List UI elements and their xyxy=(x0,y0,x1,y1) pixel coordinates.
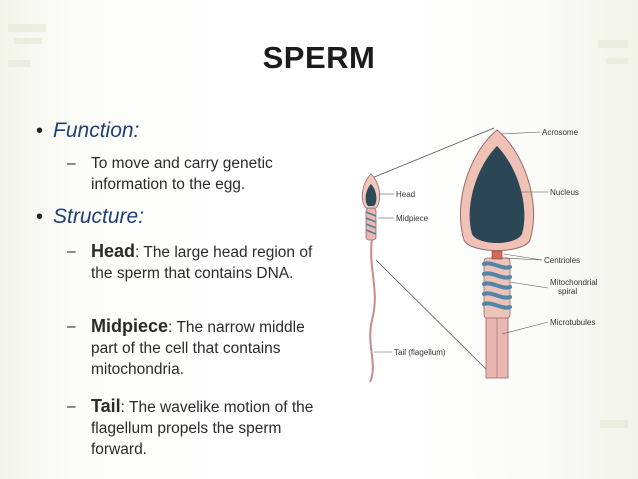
small-nucleus xyxy=(365,184,377,206)
tail-description: : The wavelike motion of the flagellum p… xyxy=(91,399,314,458)
bullet-dot: • xyxy=(36,206,44,228)
connector-line-top xyxy=(371,127,495,179)
slide-title: SPERM xyxy=(262,40,376,75)
centrioles xyxy=(491,250,503,260)
bullet-structure: • Structure: xyxy=(36,205,144,229)
structure-item-head: –Head: The large head region of the sper… xyxy=(67,241,313,282)
function-text-body: To move and carry genetic information to… xyxy=(91,155,273,193)
bullet-function: • Function: xyxy=(36,119,139,143)
label-mitochondrial: Mitochondrial xyxy=(550,278,598,287)
small-tail xyxy=(369,237,376,383)
sperm-diagram: Acrosome Nucleus Centrioles Mitochondria… xyxy=(361,127,598,383)
structure-item-tail: –Tail: The wavelike motion of the flagel… xyxy=(67,396,314,458)
midpiece-description: : The narrow middle part of the cell tha… xyxy=(91,319,305,378)
term-head: Head xyxy=(91,241,136,261)
label-nucleus: Nucleus xyxy=(550,188,579,197)
function-text: –To move and carry genetic information t… xyxy=(67,153,327,195)
bullet-dot: • xyxy=(36,120,44,142)
label-head: Head xyxy=(396,190,415,199)
term-midpiece: Midpiece xyxy=(91,316,169,336)
bullet-function-heading: Function: xyxy=(53,119,140,142)
connector-line-bottom xyxy=(375,259,493,376)
small-mito-spiral xyxy=(365,211,377,235)
mitochondrial-spiral xyxy=(482,261,512,310)
label-midpiece: Midpiece xyxy=(396,214,429,223)
label-acrosome: Acrosome xyxy=(542,128,579,137)
nucleus-shape xyxy=(469,146,525,243)
structure-item-midpiece: –Midpiece: The narrow middle part of the… xyxy=(67,316,305,378)
label-tail: Tail (flagellum) xyxy=(394,348,446,357)
label-spiral: spiral xyxy=(558,287,577,296)
bullet-structure-heading: Structure: xyxy=(53,205,145,228)
label-centrioles: Centrioles xyxy=(544,256,580,265)
head-description: : The large head region of the sperm tha… xyxy=(91,244,313,282)
label-microtubules: Microtubules xyxy=(550,318,595,327)
term-tail: Tail xyxy=(91,396,121,416)
